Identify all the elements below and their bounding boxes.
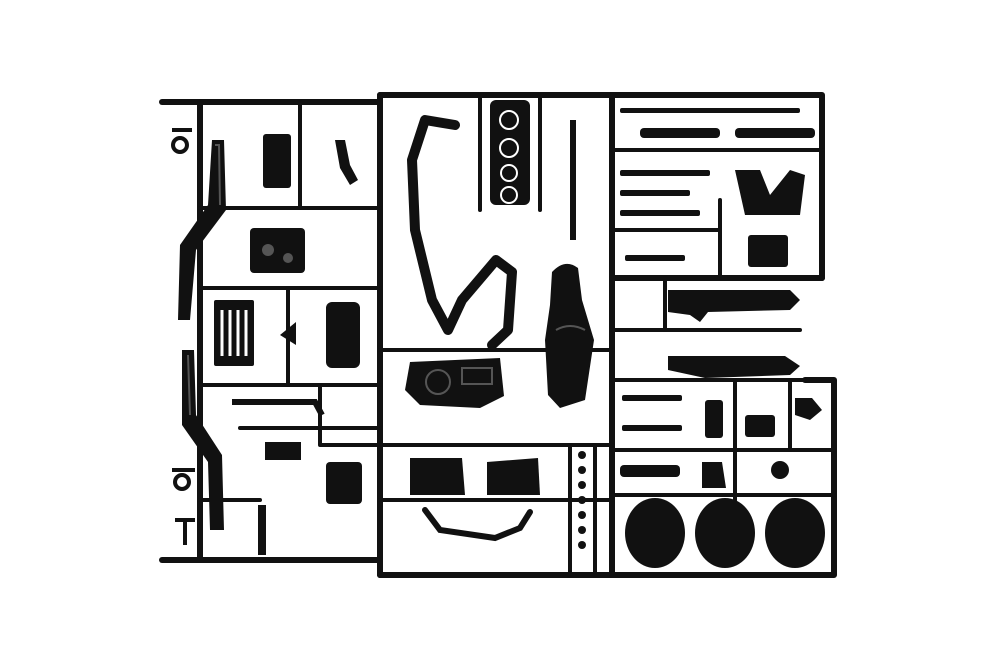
exhaust-pipe-upper bbox=[178, 140, 226, 320]
exhaust-pipe-lower bbox=[182, 350, 224, 530]
kickstand-part bbox=[258, 505, 266, 555]
fork-rod bbox=[570, 120, 576, 240]
rear-shock-upper bbox=[668, 290, 800, 322]
radiator-grille bbox=[214, 300, 254, 366]
small-block-left bbox=[265, 442, 301, 460]
fork-bracket bbox=[735, 170, 805, 215]
fender-left bbox=[410, 458, 465, 495]
side-cover-left bbox=[326, 302, 360, 368]
fender-right bbox=[487, 458, 540, 495]
frame-tube bbox=[407, 115, 517, 350]
shock-absorber-rods bbox=[620, 108, 815, 261]
engine-block-left bbox=[250, 228, 305, 273]
sprue-frame bbox=[159, 92, 837, 578]
engine-case bbox=[405, 358, 504, 408]
wheel-1 bbox=[625, 498, 685, 568]
small-bracket-top-left bbox=[171, 128, 195, 491]
chain-part bbox=[578, 451, 586, 549]
small-parts-right bbox=[620, 395, 822, 488]
wheel-2 bbox=[695, 498, 755, 568]
triangle-bracket bbox=[280, 322, 296, 345]
lever-part bbox=[335, 140, 358, 185]
wheels bbox=[625, 498, 825, 568]
seat bbox=[545, 263, 594, 408]
crankcase-cover bbox=[326, 462, 362, 504]
clip-part bbox=[175, 518, 195, 545]
rear-shock-lower bbox=[668, 356, 800, 378]
mirror-block bbox=[748, 235, 788, 267]
headlight-shells bbox=[490, 100, 530, 205]
battery-box bbox=[263, 134, 291, 188]
wheel-3 bbox=[765, 498, 825, 568]
footpeg-part bbox=[232, 399, 325, 417]
handlebar bbox=[422, 507, 533, 542]
